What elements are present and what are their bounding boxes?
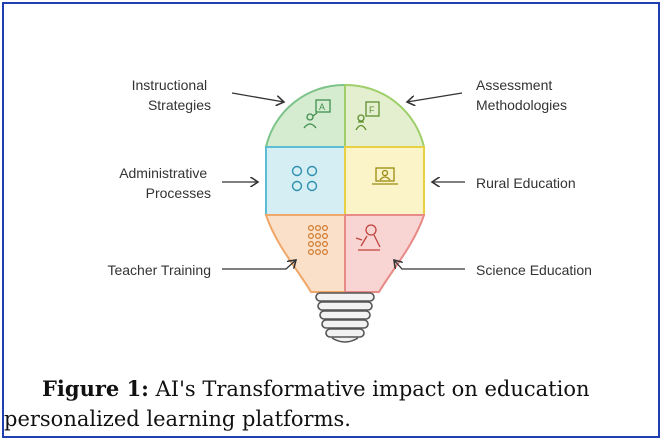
arrow-assessment <box>407 92 463 102</box>
teacher-board-icon: A <box>303 99 331 129</box>
grid-circles-icon <box>291 165 318 192</box>
svg-text:A: A <box>319 102 325 112</box>
arrow-science <box>394 260 465 270</box>
arrow-instructional <box>231 92 284 102</box>
connector-arrows <box>222 92 465 270</box>
microscope-icon <box>355 224 381 251</box>
presenter-icon: F <box>355 101 380 131</box>
bulb-section-administrative <box>265 146 346 216</box>
label-assessment: Assessment Methodologies <box>476 77 567 113</box>
label-rural: Rural Education <box>476 175 576 191</box>
svg-text:F: F <box>369 105 375 115</box>
label-science: Science Education <box>476 262 592 278</box>
bulb-section-science <box>344 214 426 293</box>
figure-caption: Figure 1: AI's Transformative impact on … <box>4 374 654 434</box>
label-administrative: Administrative Processes <box>119 165 211 201</box>
bulb-section-assessment <box>344 83 426 148</box>
caption-label: Figure 1: <box>42 376 149 401</box>
laptop-user-icon <box>372 167 398 185</box>
label-teacher-training: Teacher Training <box>107 262 211 278</box>
bulb-base <box>315 292 375 343</box>
dots-grid-icon <box>308 225 329 256</box>
arrow-teacher-training <box>222 260 296 270</box>
caption-text: AI's Transformative impact on education … <box>4 377 590 431</box>
bulb-section-instructional <box>264 83 346 148</box>
label-instructional: Instructional Strategies <box>132 77 211 113</box>
bulb-section-teacher-training <box>264 214 346 293</box>
